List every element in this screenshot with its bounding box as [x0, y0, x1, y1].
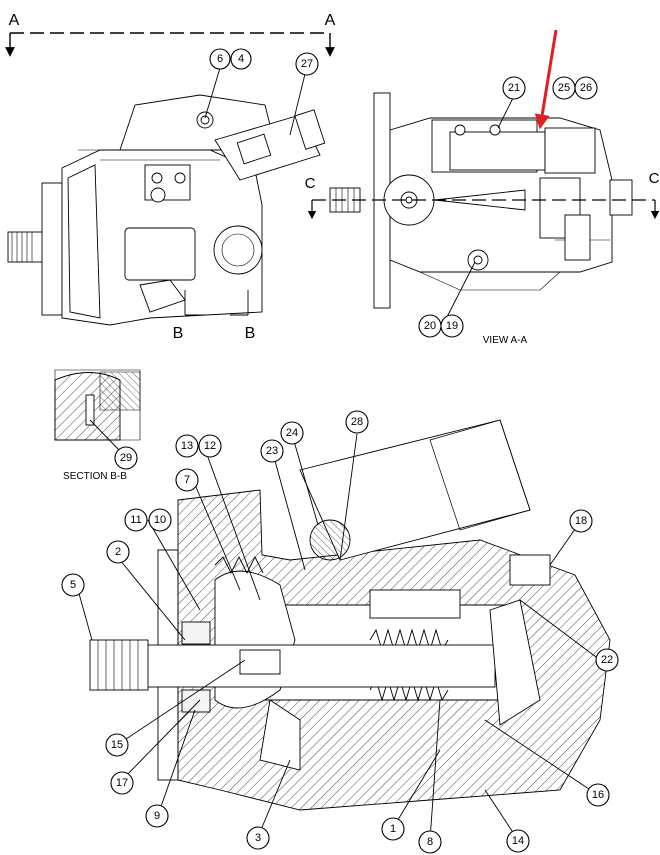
section-marker-b-right: B — [245, 325, 256, 342]
section-marker-a-right: A — [325, 12, 336, 29]
callout-12[interactable]: 12 — [198, 434, 222, 458]
caption-section-bb: SECTION B-B — [63, 471, 127, 482]
callout-17[interactable]: 17 — [110, 771, 134, 795]
callout-13[interactable]: 13 — [175, 434, 199, 458]
callout-13-label: 13 — [181, 440, 193, 452]
callout-21-label: 21 — [508, 82, 520, 94]
callout-19[interactable]: 19 — [440, 314, 464, 338]
callout-8-label: 8 — [427, 836, 433, 848]
callout-25-label: 25 — [558, 82, 570, 94]
section-marker-c-left: C — [305, 175, 316, 192]
callout-27-label: 27 — [301, 58, 313, 70]
callout-22-label: 22 — [601, 654, 613, 666]
callout-1-label: 1 — [390, 823, 396, 835]
callout-28[interactable]: 28 — [345, 410, 369, 434]
callout-6-label: 6 — [217, 53, 223, 65]
pump-cross-section — [89, 419, 611, 811]
section-marker-c-right: C — [649, 170, 660, 187]
callout-5-label: 5 — [70, 579, 76, 591]
callout-28-label: 28 — [351, 416, 363, 428]
callout-9[interactable]: 9 — [145, 804, 169, 828]
callout-25[interactable]: 25 — [552, 76, 576, 100]
callout-26[interactable]: 26 — [574, 76, 598, 100]
callout-24-label: 24 — [286, 427, 298, 439]
callout-10[interactable]: 10 — [148, 508, 172, 532]
callout-6[interactable]: 6 — [209, 48, 231, 70]
callout-2[interactable]: 2 — [106, 540, 130, 564]
callout-15-label: 15 — [111, 739, 123, 751]
callout-20[interactable]: 20 — [418, 314, 442, 338]
section-marker-a-left: A — [9, 12, 20, 29]
callout-23[interactable]: 23 — [260, 439, 284, 463]
leader-lines — [77, 67, 601, 841]
callout-12-label: 12 — [204, 440, 216, 452]
callout-1[interactable]: 1 — [381, 817, 405, 841]
callout-19-label: 19 — [446, 320, 458, 332]
pump-exterior-side-view: B B — [7, 94, 326, 342]
callout-7[interactable]: 7 — [175, 468, 199, 492]
callout-4-label: 4 — [238, 53, 244, 65]
callout-26-label: 26 — [580, 82, 592, 94]
callout-14-label: 14 — [512, 835, 524, 847]
callout-3-label: 3 — [255, 832, 261, 844]
highlight-arrow — [534, 29, 558, 130]
callout-21[interactable]: 21 — [502, 76, 526, 100]
callout-4[interactable]: 4 — [230, 48, 252, 70]
callout-2-label: 2 — [115, 546, 121, 558]
callout-8[interactable]: 8 — [418, 830, 442, 854]
callout-5[interactable]: 5 — [61, 573, 85, 597]
callout-16[interactable]: 16 — [586, 783, 610, 807]
section-bb-detail: SECTION B-B — [54, 369, 141, 482]
callout-14[interactable]: 14 — [506, 829, 530, 853]
callout-27[interactable]: 27 — [295, 52, 319, 76]
pump-view-aa: C C VIEW A-A — [305, 29, 660, 346]
callout-29-label: 29 — [120, 452, 132, 464]
caption-view-aa: VIEW A-A — [483, 335, 528, 346]
callout-24[interactable]: 24 — [280, 421, 304, 445]
callout-15[interactable]: 15 — [105, 733, 129, 757]
callout-3[interactable]: 3 — [246, 826, 270, 850]
callout-9-label: 9 — [154, 810, 160, 822]
callout-11-label: 11 — [130, 514, 141, 526]
callout-29[interactable]: 29 — [114, 446, 138, 470]
callout-23-label: 23 — [266, 445, 278, 457]
callout-16-label: 16 — [592, 789, 604, 801]
callout-20-label: 20 — [424, 320, 436, 332]
callout-7-label: 7 — [184, 474, 190, 486]
callout-22[interactable]: 22 — [595, 648, 619, 672]
callout-11[interactable]: 11 — [124, 508, 148, 532]
section-line-aa: A A — [5, 12, 336, 57]
callout-18[interactable]: 18 — [569, 509, 593, 533]
callout-17-label: 17 — [116, 777, 128, 789]
callout-18-label: 18 — [575, 515, 587, 527]
callout-10-label: 10 — [154, 514, 166, 526]
section-marker-b-left: B — [173, 325, 184, 342]
